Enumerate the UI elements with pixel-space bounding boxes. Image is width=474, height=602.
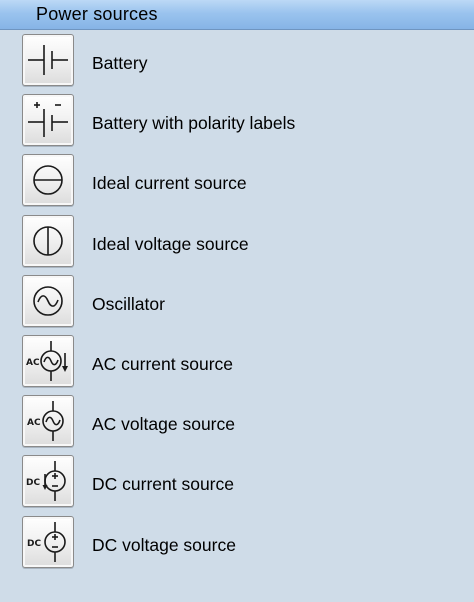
- shape-tile[interactable]: [22, 154, 74, 207]
- shape-item-ideal-current-source[interactable]: Ideal current source: [0, 151, 474, 211]
- shape-label: AC voltage source: [92, 414, 235, 435]
- shape-tile[interactable]: AC: [22, 395, 74, 448]
- ideal-current-source-icon: [33, 165, 63, 196]
- ac-voltage-source-icon: AC: [27, 401, 64, 442]
- icon-text: AC: [26, 358, 40, 368]
- shape-tile[interactable]: DC: [22, 515, 74, 568]
- shape-label: Oscillator: [92, 293, 165, 314]
- shape-item-oscillator[interactable]: Oscillator: [0, 272, 474, 332]
- dc-current-source-icon: DC: [26, 461, 66, 502]
- shape-label: Ideal current source: [92, 173, 247, 194]
- shape-label: DC current source: [92, 474, 234, 495]
- icon-text: DC: [27, 539, 41, 549]
- icon-text: DC: [26, 478, 40, 488]
- shape-tile[interactable]: AC: [22, 334, 74, 387]
- shape-item-ac-current-source[interactable]: AC AC current source: [0, 332, 474, 392]
- shape-label: AC current source: [92, 353, 234, 374]
- shape-item-battery-polarity[interactable]: Battery with polarity labels: [0, 91, 474, 151]
- oscillator-icon: [33, 285, 63, 316]
- shape-tile[interactable]: [22, 214, 74, 267]
- ac-current-source-icon: AC: [26, 340, 68, 381]
- shape-item-ac-voltage-source[interactable]: AC AC voltage source: [0, 392, 474, 452]
- shape-list: Battery Battery with polarity labels: [0, 31, 474, 573]
- shape-tile[interactable]: [22, 274, 74, 327]
- shape-item-battery[interactable]: Battery: [0, 31, 474, 91]
- shape-item-ideal-voltage-source[interactable]: Ideal voltage source: [0, 212, 474, 272]
- shape-label: Battery with polarity labels: [92, 113, 296, 134]
- ideal-voltage-source-icon: [33, 225, 63, 256]
- shape-label: Battery: [92, 53, 148, 73]
- shape-tile[interactable]: [22, 94, 74, 147]
- dc-voltage-source-icon: DC: [27, 521, 66, 562]
- shape-tile[interactable]: [22, 34, 74, 86]
- battery-polarity-icon: [28, 102, 68, 138]
- shape-item-dc-voltage-source[interactable]: DC DC voltage source: [0, 513, 474, 573]
- panel-title: Power sources: [36, 4, 158, 24]
- icon-text: AC: [27, 418, 41, 428]
- battery-icon: [28, 45, 68, 75]
- panel-header[interactable]: Power sources: [0, 0, 474, 30]
- shape-item-dc-current-source[interactable]: DC DC current source: [0, 452, 474, 512]
- shape-label: DC voltage source: [92, 534, 236, 555]
- shape-label: Ideal voltage source: [92, 233, 249, 254]
- shape-tile[interactable]: DC: [22, 455, 74, 508]
